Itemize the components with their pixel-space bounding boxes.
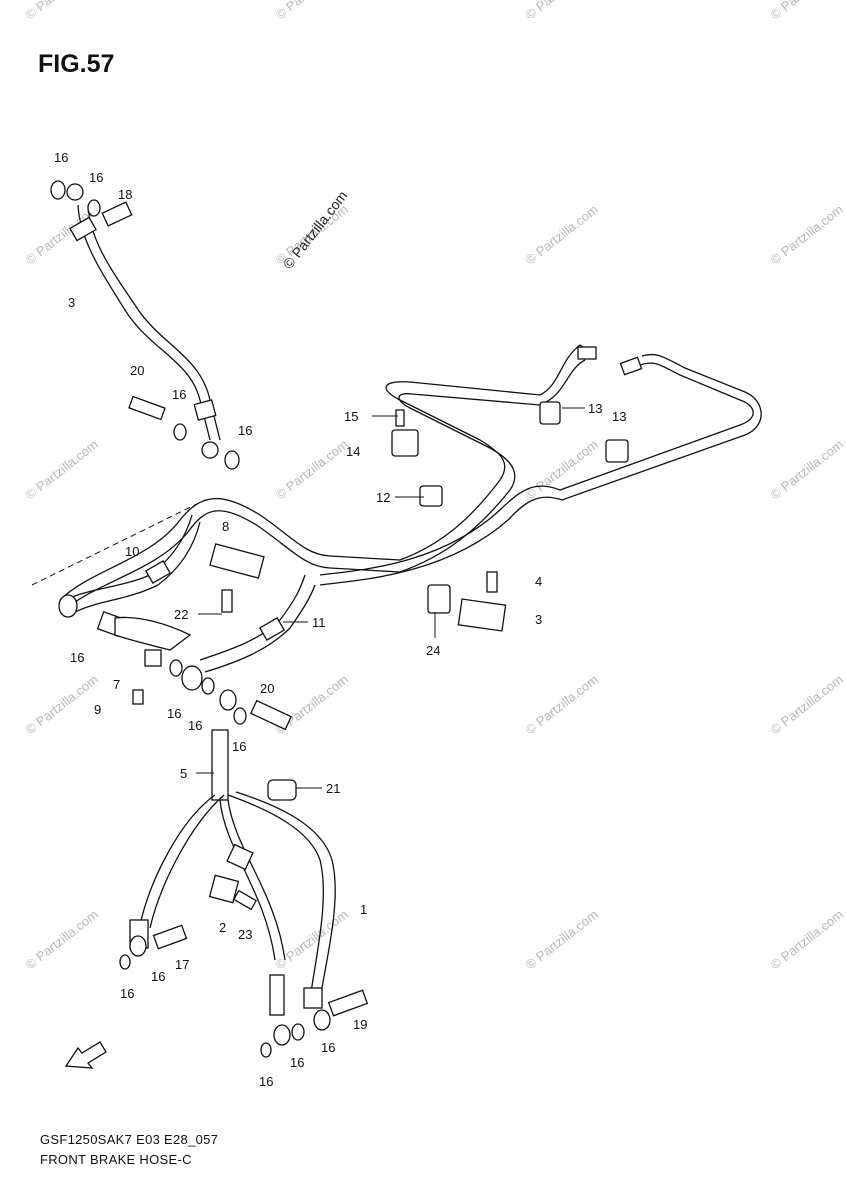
callout-label: 16 — [120, 986, 134, 1001]
callout-label: 10 — [125, 544, 139, 559]
callout-label: 22 — [174, 607, 188, 622]
callout-label: 13 — [588, 401, 602, 416]
callout-label: 3 — [535, 612, 542, 627]
watermark: © Partzilla.com — [768, 907, 846, 973]
callout-label: 16 — [151, 969, 165, 984]
callout-label: 3 — [68, 295, 75, 310]
callout-label: 19 — [353, 1017, 367, 1032]
callout-label: 14 — [346, 444, 360, 459]
pipe-clamps — [209, 401, 629, 632]
callout-label: 15 — [344, 409, 358, 424]
model-code: GSF1250SAK7 E03 E28_057 — [40, 1132, 219, 1147]
callout-label: 9 — [94, 702, 101, 717]
reference-dashed-line — [31, 499, 206, 586]
callout-label: 16 — [70, 650, 84, 665]
callout-label: 16 — [167, 706, 181, 721]
callout-label: 16 — [321, 1040, 335, 1055]
watermark: © Partzilla.com — [523, 0, 601, 22]
leader-lines — [196, 407, 585, 789]
watermark: © Partzilla.com — [523, 202, 601, 268]
callout-label: 16 — [172, 387, 186, 402]
callout-label: 16 — [89, 170, 103, 185]
callout-label: 20 — [130, 363, 144, 378]
callout-label: 4 — [535, 574, 542, 589]
watermark: © Partzilla.com — [273, 0, 351, 22]
callout-label: 20 — [260, 681, 274, 696]
callout-label: 23 — [238, 927, 252, 942]
callout-label: 16 — [54, 150, 68, 165]
watermark: © Partzilla.com — [280, 188, 351, 272]
figure-title: FIG.57 — [38, 50, 115, 78]
watermark: © Partzilla.com — [523, 437, 601, 503]
callout-label: 21 — [326, 781, 340, 796]
callout-label: 17 — [175, 957, 189, 972]
callout-label: 16 — [232, 739, 246, 754]
callout-label: 16 — [238, 423, 252, 438]
watermark: © Partzilla.com — [23, 437, 101, 503]
figure-caption: FRONT BRAKE HOSE-C — [40, 1152, 192, 1167]
watermark: © Partzilla.com — [768, 437, 846, 503]
watermark: © Partzilla.com — [23, 907, 101, 973]
callout-label: 16 — [259, 1074, 273, 1089]
watermark: © Partzilla.com — [768, 0, 846, 22]
callout-label: 8 — [222, 519, 229, 534]
watermark: © Partzilla.com — [523, 907, 601, 973]
watermark: © Partzilla.com — [768, 202, 846, 268]
callout-label: 16 — [188, 718, 202, 733]
watermark: © Partzilla.com — [768, 672, 846, 738]
callout-label: 18 — [118, 187, 132, 202]
watermark: © Partzilla.com — [23, 672, 101, 738]
watermark: © Partzilla.com — [523, 672, 601, 738]
forward-arrow-icon — [64, 1041, 107, 1069]
callout-label: 13 — [612, 409, 626, 424]
callout-label: 5 — [180, 766, 187, 781]
callout-label: 1 — [360, 902, 367, 917]
watermark: © Partzilla.com — [273, 437, 351, 503]
callout-label: 12 — [376, 490, 390, 505]
callout-label: 24 — [426, 643, 440, 658]
figure-footer: GSF1250SAK7 E03 E28_057 FRONT BRAKE HOSE… — [40, 1130, 218, 1170]
callout-label: 11 — [312, 615, 326, 630]
watermark: © Partzilla.com — [23, 0, 101, 22]
callout-label: 16 — [290, 1055, 304, 1070]
callout-label: 2 — [219, 920, 226, 935]
callout-label: 7 — [113, 677, 120, 692]
watermark: © Partzilla.com — [273, 907, 351, 973]
callout-labels: 16 16 18 3 20 16 16 15 13 13 14 12 8 10 … — [54, 150, 626, 1089]
hose-left-right-middle — [58, 514, 316, 705]
hose-upper-left — [66, 183, 221, 459]
fittings-upper-left — [50, 180, 240, 470]
hose-lower-assembly — [119, 689, 369, 1058]
brake-pipe-main — [59, 344, 762, 613]
